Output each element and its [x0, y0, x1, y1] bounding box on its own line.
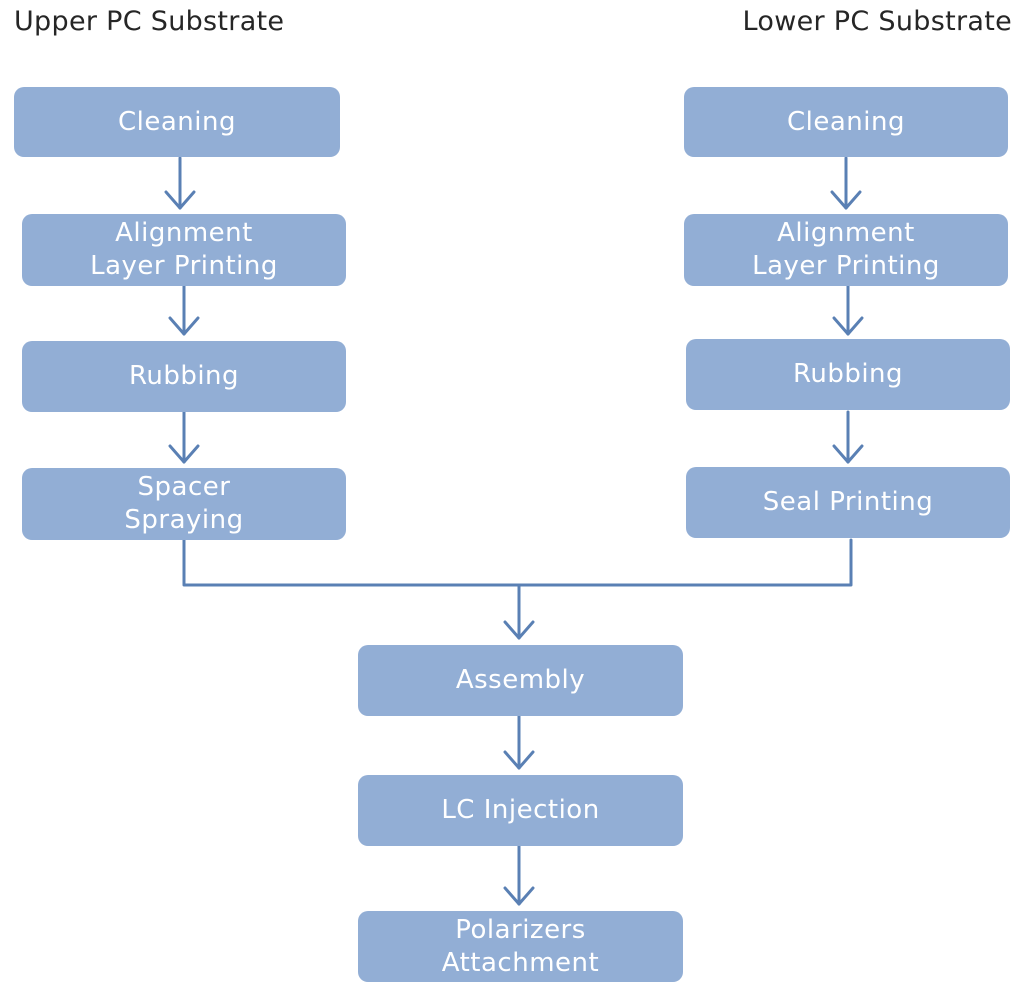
upper-alignment-layer-printing-step: Alignment Layer Printing: [22, 214, 346, 286]
step-label: Spacer Spraying: [124, 472, 244, 535]
lower-substrate-heading: Lower PC Substrate: [742, 6, 1012, 37]
step-label: Alignment Layer Printing: [90, 218, 278, 281]
step-label: Rubbing: [792, 359, 904, 389]
arrow-upper-rubbing-to-spacer: [168, 410, 200, 464]
step-label: Cleaning: [787, 106, 905, 137]
step-label: Assembly: [455, 665, 586, 695]
lower-rubbing-step: Rubbing: [686, 339, 1010, 410]
upper-spacer-spraying-step: Spacer Spraying: [22, 468, 346, 540]
arrow-lower-alignment-to-rubbing: [832, 284, 864, 336]
upper-rubbing-step: Rubbing: [22, 341, 346, 412]
arrow-upper-cleaning-to-alignment: [164, 156, 196, 210]
step-label: Polarizers Attachment: [441, 914, 600, 978]
merge-connector: [182, 538, 853, 640]
upper-substrate-heading: Upper PC Substrate: [14, 6, 285, 37]
lc-injection-step: LC Injection: [358, 775, 683, 846]
step-label: LC Injection: [441, 795, 600, 825]
step-label: Rubbing: [128, 361, 240, 391]
arrow-upper-alignment-to-rubbing: [168, 284, 200, 336]
step-label: Seal Printing: [762, 487, 934, 517]
arrow-assembly-to-lc-injection: [503, 714, 535, 770]
lower-alignment-layer-printing-step: Alignment Layer Printing: [684, 214, 1008, 286]
upper-cleaning-step: Cleaning: [14, 87, 340, 157]
step-label: Alignment Layer Printing: [752, 218, 940, 281]
polarizers-attachment-step: Polarizers Attachment: [358, 911, 683, 982]
arrow-lower-cleaning-to-alignment: [830, 156, 862, 210]
arrow-lc-injection-to-polarizers: [503, 844, 535, 906]
lower-cleaning-step: Cleaning: [684, 87, 1008, 157]
assembly-step: Assembly: [358, 645, 683, 716]
lower-seal-printing-step: Seal Printing: [686, 467, 1010, 538]
arrow-lower-rubbing-to-seal: [832, 410, 864, 464]
step-label: Cleaning: [118, 106, 236, 137]
